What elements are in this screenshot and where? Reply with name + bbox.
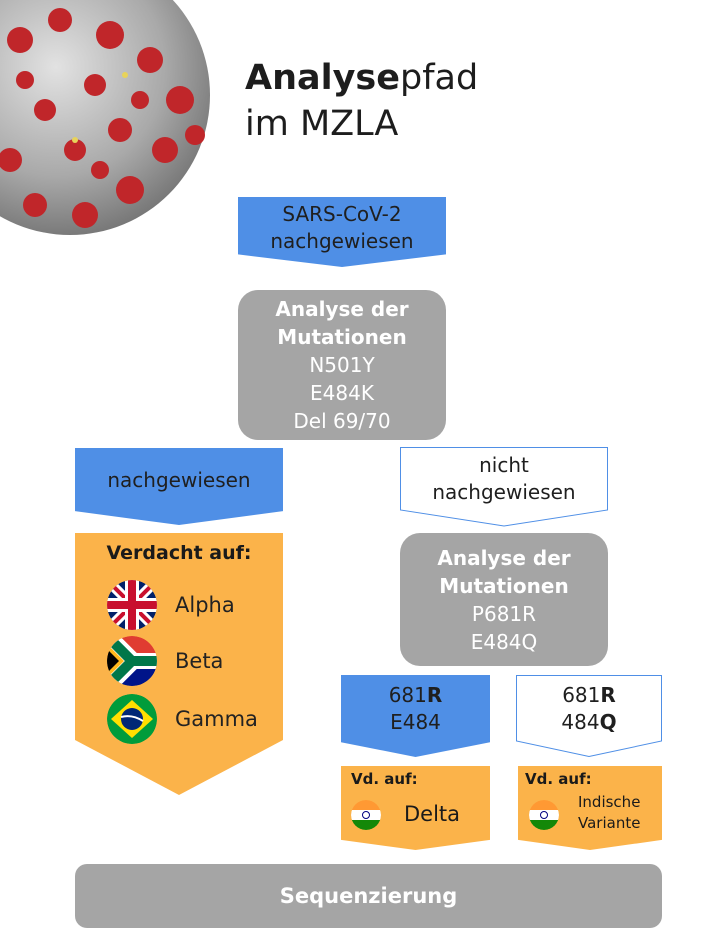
india-flag-icon — [529, 800, 559, 830]
result-681r-484q-shape — [516, 675, 662, 757]
result-681r-e484: 681R E484 — [341, 675, 490, 757]
variant-gamma: Gamma — [107, 694, 258, 744]
mutation-analysis-box-2: Analyse der Mutationen P681R E484Q — [400, 533, 608, 666]
vd-indian-box: Vd. auf: Indische Variante — [518, 766, 662, 850]
page-title: Analysepfad im MZLA — [245, 58, 479, 144]
detected-step: SARS-CoV-2 nachgewiesen — [238, 197, 446, 267]
vd-b-variant: Indische Variante — [578, 793, 641, 832]
negative-branch: nicht nachgewiesen — [432, 453, 576, 504]
india-flag-icon — [351, 800, 381, 830]
variant-beta: Beta — [107, 636, 223, 686]
south-africa-flag-icon — [107, 636, 157, 686]
coronavirus-image — [0, 0, 210, 235]
brazil-flag-icon — [107, 694, 157, 744]
vd-delta-box: Vd. auf: Delta — [341, 766, 490, 850]
mutation-analysis-box: Analyse der Mutationen N501Y E484K Del 6… — [238, 290, 446, 440]
negative-branch-shape — [400, 447, 608, 527]
suspect-heading: Verdacht auf: — [106, 542, 252, 564]
uk-flag-icon — [107, 580, 157, 630]
sequencing-bar: Sequenzierung — [75, 864, 662, 928]
vd-a-variant: Delta — [404, 802, 461, 826]
result-681r-484q: 681R 484Q — [561, 683, 617, 734]
positive-branch: nachgewiesen — [75, 448, 283, 525]
variant-alpha: Alpha — [107, 580, 235, 630]
suspect-variants-box: Verdacht auf: Alpha — [75, 533, 283, 795]
vd-a-heading: Vd. auf: — [351, 770, 418, 788]
vd-b-heading: Vd. auf: — [525, 770, 592, 788]
